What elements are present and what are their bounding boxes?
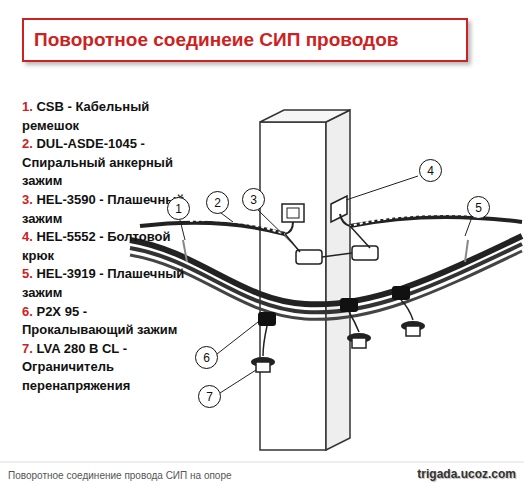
callout-circle: 4 [419, 159, 442, 182]
title-text: Поворотное соединеие СИП проводов [34, 29, 398, 51]
piercing-clamp [258, 312, 276, 326]
callout-number: 7. [22, 341, 33, 356]
part-description: HEL-3919 - Плашечный зажим [22, 266, 184, 300]
bracket-plate [282, 204, 304, 222]
caption: Поворотное соединение провода СИП на опо… [8, 470, 232, 481]
drop-wire [263, 326, 267, 356]
callout-number: 7 [206, 391, 213, 403]
callout-number: 6. [22, 304, 33, 319]
wedge-clamp [352, 246, 378, 260]
divider-line [0, 462, 524, 463]
callout-circle: 6 [195, 346, 218, 369]
sip-cable [130, 251, 522, 319]
surge-arrester [406, 326, 420, 336]
callout-number: 5. [22, 266, 33, 281]
watermark: trigada.ucoz.com [417, 467, 516, 481]
part-description: P2X 95 - Прокалывающий зажим [22, 304, 177, 338]
leader-line [180, 220, 185, 240]
pole-top [260, 110, 350, 122]
leader-line [465, 217, 472, 236]
spiral-clamp [350, 214, 470, 226]
hook [340, 214, 350, 226]
callout-number: 3. [22, 192, 33, 207]
part-description: CSB - Кабельный ремешок [22, 99, 149, 133]
leader-line [217, 322, 258, 354]
part-description: DUL-ASDE-1045 - Спиральный анкерный зажи… [22, 136, 173, 188]
drop-wire [401, 300, 413, 320]
leader-line [220, 370, 256, 393]
parts-list: 1. CSB - Кабельный ремешок2. DUL-ASDE-10… [22, 98, 202, 396]
callout-number: 4. [22, 229, 33, 244]
callout-number: 6 [203, 352, 210, 364]
part-description: HEL-3590 - Плашечный зажим [22, 192, 184, 226]
leader-line [346, 176, 418, 200]
tension-wire [350, 217, 522, 226]
parts-list-item: 1. CSB - Кабельный ремешок [22, 98, 202, 135]
callout-circle: 2 [206, 191, 229, 214]
callout-circle: 1 [167, 197, 190, 220]
leader-line [221, 213, 233, 222]
callout-number: 2. [22, 136, 33, 151]
piercing-clamp [340, 298, 358, 312]
callout-number: 2 [214, 197, 221, 209]
cable-strap [183, 240, 187, 262]
part-description: LVA 280 B CL - Ограничитель перенапряжен… [22, 341, 130, 393]
clamp-link [322, 253, 352, 257]
pole-side [326, 110, 350, 450]
wedge-clamp [296, 250, 322, 264]
parts-list-item: 5. HEL-3919 - Плашечный зажим [22, 265, 202, 302]
parts-list-item: 6. P2X 95 - Прокалывающий зажим [22, 303, 202, 340]
leader-line [258, 210, 300, 251]
bracket-plate-inner [287, 208, 299, 218]
callout-number: 1 [175, 203, 182, 215]
pole-front [260, 122, 326, 450]
title-box: Поворотное соединеие СИП проводов [22, 18, 468, 62]
surge-arrester [256, 362, 270, 372]
clamp-link [350, 226, 370, 248]
callout-circle: 5 [467, 196, 490, 219]
callout-number: 3 [250, 194, 257, 206]
callout-number: 5 [475, 202, 482, 214]
part-description: HEL-5552 - Болтовой крюк [22, 229, 170, 263]
callout-circle: 7 [198, 385, 221, 408]
piercing-clamp [392, 286, 410, 300]
parts-list-item: 2. DUL-ASDE-1045 - Спиральный анкерный з… [22, 135, 202, 191]
callout-number: 1. [22, 99, 33, 114]
surge-arrester [352, 338, 366, 348]
parts-list-item: 4. HEL-5552 - Болтовой крюк [22, 228, 202, 265]
bracket-plate [331, 196, 347, 222]
hook [285, 222, 293, 234]
callout-number: 4 [427, 165, 434, 177]
drop-wire [349, 312, 359, 332]
cable-strap [465, 240, 468, 262]
callout-circle: 3 [242, 188, 265, 211]
parts-list-item: 7. LVA 280 B CL - Ограничитель перенапря… [22, 340, 202, 396]
